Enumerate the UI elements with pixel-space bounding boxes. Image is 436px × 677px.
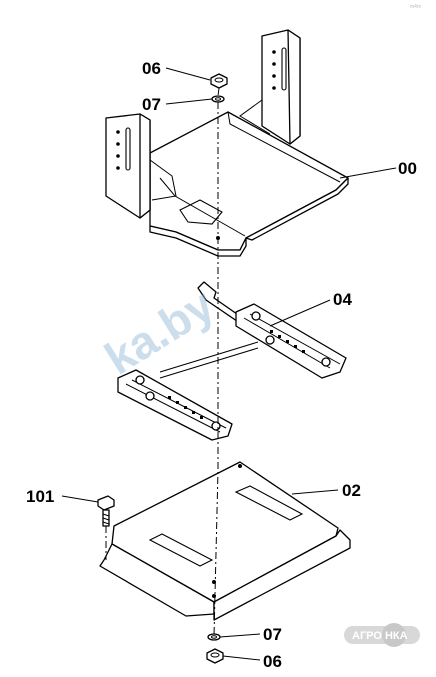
callout-bolt: 101 — [26, 487, 54, 506]
right-rail-teeth — [270, 330, 305, 353]
leader-00 — [339, 167, 397, 179]
callout-mount-plate: 02 — [342, 481, 361, 500]
nut-top — [210, 73, 228, 89]
mount-plate-right-flange — [213, 529, 351, 621]
leader-07-top — [165, 98, 213, 105]
seat-base-assembly — [105, 29, 349, 257]
leader-07-bottom — [219, 633, 261, 638]
mount-plate-slot-rear — [234, 485, 304, 521]
leader-06-bottom — [222, 655, 261, 661]
left-bracket-holes — [116, 127, 131, 171]
corner-note: m4m — [410, 4, 421, 10]
callout-nut-top: 06 — [142, 59, 161, 78]
leader-02 — [291, 489, 339, 495]
right-slide-rail — [235, 303, 347, 379]
mount-plate-slot-front — [148, 533, 214, 567]
left-rail-teeth — [168, 396, 203, 419]
callout-washer-bottom: 07 — [263, 625, 282, 644]
seat-base-right-lip — [245, 177, 349, 241]
callout-slide-rails: 04 — [333, 290, 352, 309]
leader-04 — [269, 299, 331, 327]
watermark-logo: АГРО НКА — [344, 623, 420, 647]
nut-bottom — [206, 648, 224, 664]
leader-06-top — [165, 67, 211, 81]
mount-plate-assembly — [99, 461, 351, 621]
washer-top — [211, 95, 225, 103]
washer-bottom — [207, 633, 221, 641]
watermark-logo-text: АГРО НКА — [352, 630, 408, 642]
callout-nut-bottom: 06 — [263, 652, 282, 671]
leader-101 — [61, 495, 99, 503]
bolt-101 — [97, 495, 115, 527]
slide-rails-assembly — [117, 281, 347, 441]
center-axis — [213, 87, 220, 637]
seat-base-floor — [149, 111, 349, 251]
callout-seat-base: 00 — [398, 159, 417, 178]
right-bracket-holes — [272, 47, 287, 91]
seat-base-cutout — [179, 199, 223, 225]
rail-link-rod — [159, 341, 259, 373]
seat-base-front-lip — [149, 225, 247, 257]
watermark-text: ka.by — [96, 278, 224, 385]
callout-washer-top: 07 — [142, 95, 161, 114]
